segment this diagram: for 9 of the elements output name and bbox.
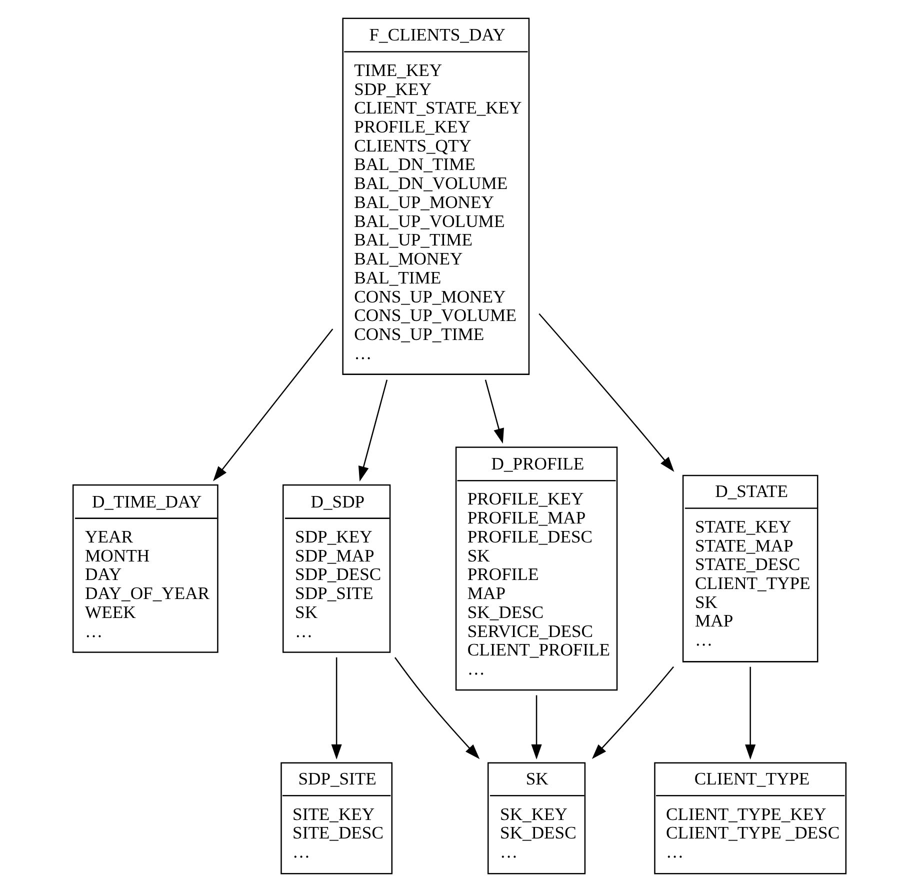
arrow [745,666,756,760]
arrow [538,313,674,472]
arrow [592,666,674,759]
arrow [213,328,334,482]
arrow [531,695,542,760]
arrow [394,657,480,760]
arrow [484,380,504,444]
arrow [331,657,342,760]
arrow [358,380,388,482]
